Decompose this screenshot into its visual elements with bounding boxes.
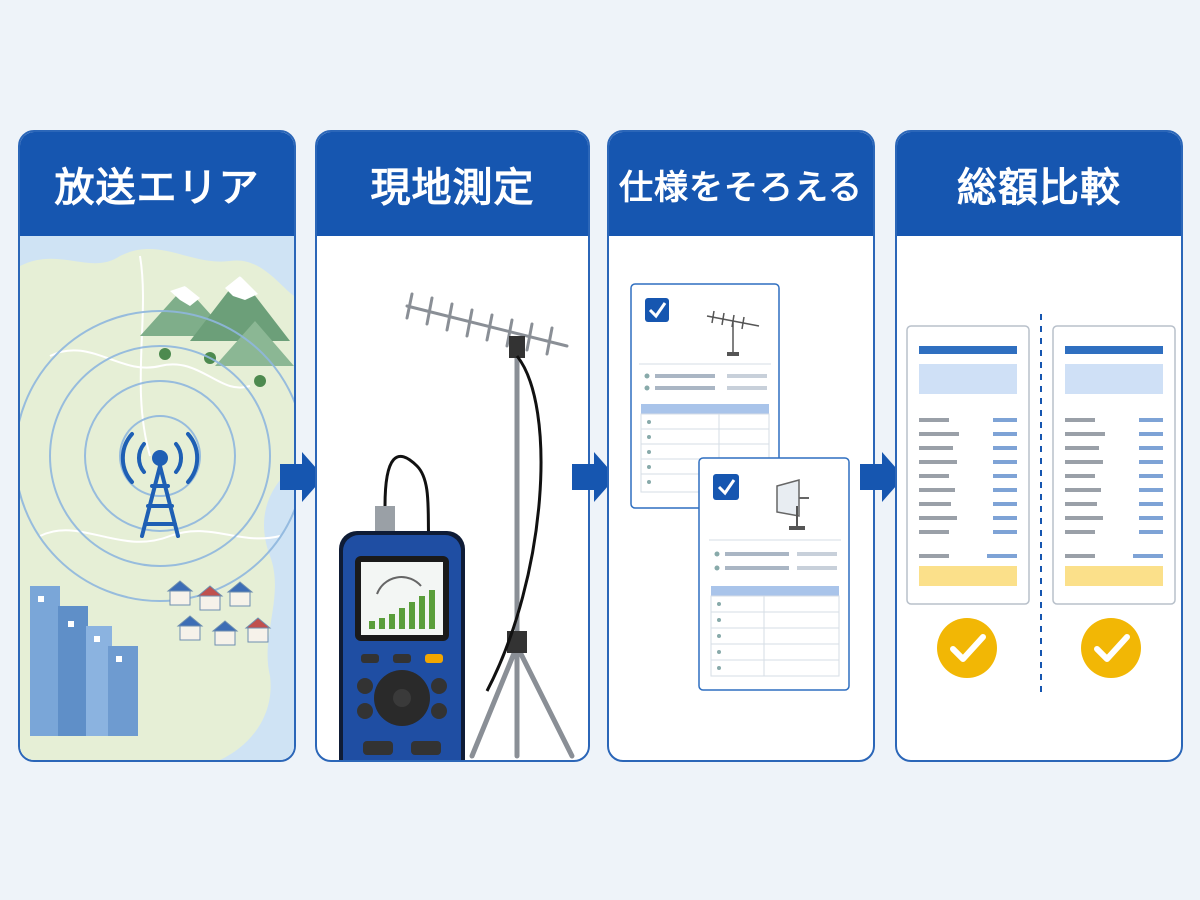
- handheld-meter-icon: [339, 506, 465, 760]
- step-title-align-specs: 仕様をそろえる: [609, 132, 873, 236]
- step-title-site-measurement: 現地測定: [317, 132, 588, 236]
- step-panel-align-specs: 仕様をそろえる: [607, 130, 875, 762]
- step-title-broadcast-area: 放送エリア: [20, 132, 294, 236]
- quote-comparison-illustration: [897, 236, 1181, 760]
- flow-arrow-icon: [572, 452, 616, 502]
- tripod-icon: [469, 343, 575, 759]
- houses-icon: [166, 580, 272, 646]
- quote-sheet-a: [906, 325, 1030, 605]
- yagi-antenna-icon: [405, 292, 569, 356]
- step-title-total-comparison: 総額比較: [897, 132, 1181, 236]
- broadcast-map-illustration: [20, 236, 294, 760]
- spec-documents-illustration: [609, 236, 873, 760]
- city-buildings-icon: [30, 586, 138, 736]
- flow-arrow-icon: [280, 452, 324, 502]
- signal-meter-illustration: [317, 236, 588, 760]
- broadcast-tower-icon: [120, 432, 200, 538]
- step-panel-site-measurement: 現地測定: [315, 130, 590, 762]
- check-circle-icon: [937, 618, 997, 678]
- flow-arrow-icon: [860, 452, 904, 502]
- step-panel-broadcast-area: 放送エリア: [18, 130, 296, 762]
- spec-sheet-yagi: [630, 283, 780, 509]
- step-panel-total-comparison: 総額比較: [895, 130, 1183, 762]
- check-circle-icon: [1081, 618, 1141, 678]
- spec-sheet-panel: [698, 457, 850, 691]
- mountains-icon: [140, 276, 294, 387]
- quote-sheet-b: [1052, 325, 1176, 605]
